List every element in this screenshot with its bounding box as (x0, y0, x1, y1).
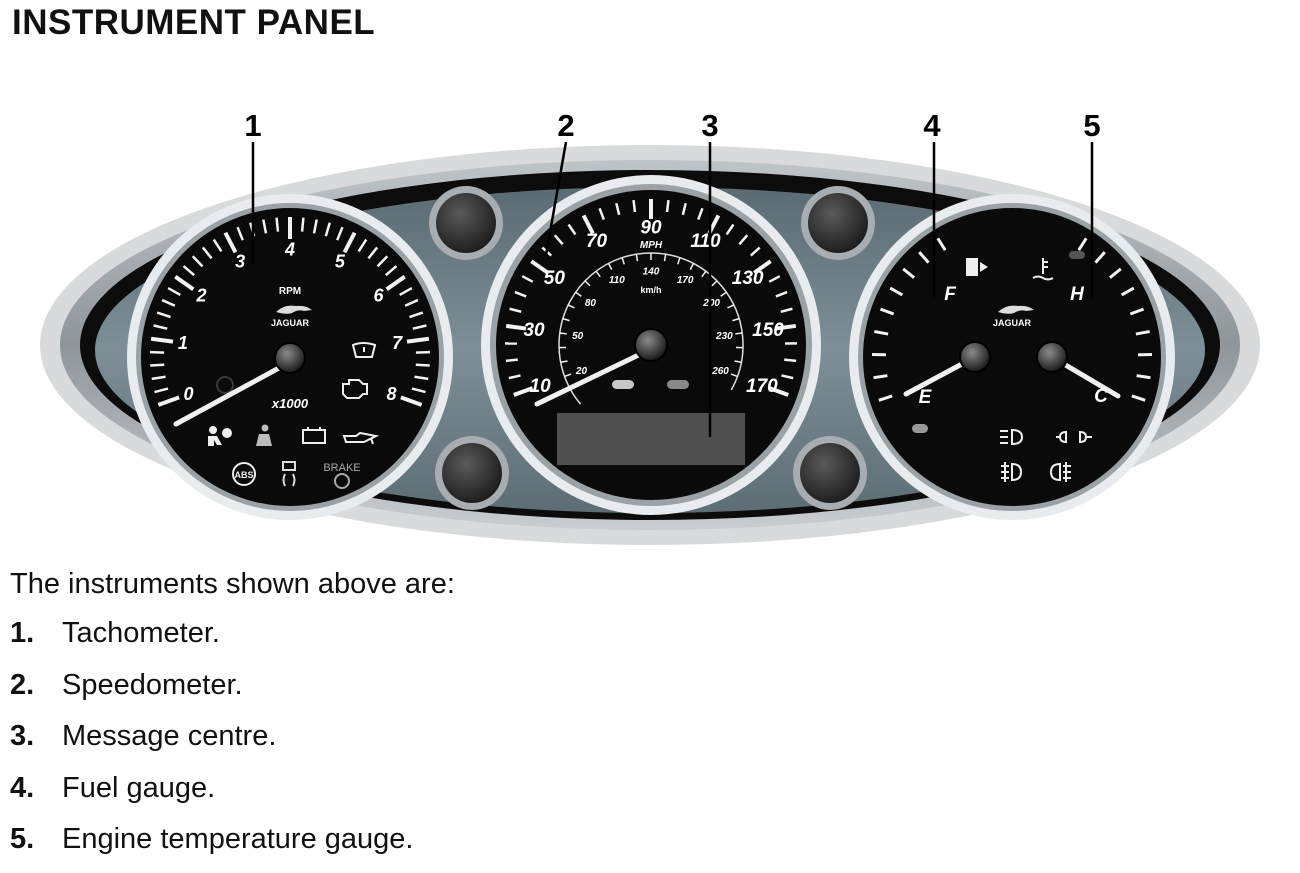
speedometer-mph-label: 150 (752, 320, 784, 341)
legend-item: 4.Fuel gauge. (10, 770, 413, 822)
speedometer-mph-label: 170 (746, 376, 778, 397)
speedometer-mph-unit: MPH (640, 240, 663, 251)
tachometer-tick (302, 218, 303, 232)
legend-number: 3. (10, 718, 62, 754)
legend-item: 5.Engine temperature gauge. (10, 821, 413, 873)
fuel-full-label: F (944, 284, 957, 305)
svg-text:ABS: ABS (234, 470, 253, 480)
speedometer-kmh-label: 20 (575, 366, 588, 377)
tachometer-multiplier-label: x1000 (271, 396, 309, 411)
indicator-lamp-right (667, 380, 689, 389)
tachometer-scale-label: 1 (178, 333, 188, 353)
speedometer-kmh-label: 80 (585, 298, 597, 309)
legend-label: Tachometer. (62, 617, 220, 649)
low-fuel-lamp (912, 424, 928, 433)
speedometer-mph-tick (634, 200, 635, 212)
callout-numbers: 1 2 3 4 5 (244, 108, 1100, 143)
speedometer-mph-label: 90 (640, 218, 662, 239)
speedometer-kmh-tick (735, 333, 742, 334)
legend-number: 5. (10, 821, 62, 857)
speedometer-mph-label: 130 (732, 268, 764, 289)
speedometer-mph-tick (784, 360, 796, 361)
legend-number: 4. (10, 770, 62, 806)
fuel-gauge-hub (960, 342, 990, 372)
page-title: INSTRUMENT PANEL (12, 3, 375, 43)
speedometer-kmh-label: 140 (643, 267, 660, 278)
legend-label: Speedometer. (62, 669, 243, 701)
speedometer-kmh-label: 230 (715, 331, 733, 342)
speedometer-kmh-label: 260 (711, 366, 729, 377)
message-centre-display (557, 413, 745, 465)
tachometer-tick (150, 365, 164, 366)
tachometer-tick (416, 365, 430, 366)
tachometer-major-tick (407, 339, 429, 342)
callout-5: 5 (1083, 108, 1100, 143)
callout-3: 3 (701, 108, 718, 143)
instrument-legend-list: 1.Tachometer. 2.Speedometer. 3.Message c… (10, 615, 413, 873)
speedometer-mph-label: 50 (544, 268, 566, 289)
callout-2: 2 (557, 108, 574, 143)
speedometer-kmh-tick (560, 333, 567, 334)
tachometer-scale-label: 4 (284, 239, 295, 259)
speedometer-mph-tick (506, 360, 518, 361)
tachometer-tick (277, 218, 278, 232)
legend-intro: The instruments shown above are: (10, 567, 455, 601)
legend-item: 2.Speedometer. (10, 667, 413, 719)
tachometer-major-tick (151, 339, 173, 342)
indicator-lamp-left (612, 380, 634, 389)
legend-item: 1.Tachometer. (10, 615, 413, 667)
legend-label: Engine temperature gauge. (62, 823, 413, 855)
temperature-gauge-tick (1137, 376, 1151, 378)
speedometer-kmh-label: 170 (677, 275, 694, 286)
callout-4: 4 (923, 108, 941, 143)
legend-item: 3.Message centre. (10, 718, 413, 770)
tachometer-scale-label: 0 (184, 384, 194, 404)
fuel-gauge-tick (874, 376, 888, 378)
temp-hot-label: H (1070, 284, 1085, 305)
speedometer: 10 30 50 70 90 110 130 150 170 20 50 80 110 140 170 20… (481, 175, 821, 515)
speedometer-mph-label: 70 (586, 231, 608, 252)
callout-1: 1 (244, 108, 261, 143)
speedometer-mph-label: 10 (530, 376, 552, 397)
legend-number: 1. (10, 615, 62, 651)
speedometer-mph-label: 110 (690, 231, 721, 252)
temperature-gauge-hub (1037, 342, 1067, 372)
legend-label: Message centre. (62, 720, 276, 752)
legend-label: Fuel gauge. (62, 772, 215, 804)
tachometer-scale-label: 6 (373, 285, 384, 305)
fuel-gauge-brand-label: JAGUAR (993, 318, 1032, 328)
speedometer-mph-tick (667, 200, 668, 212)
tachometer-scale-label: 3 (235, 252, 245, 272)
tachometer-hub (275, 343, 305, 373)
speedometer-kmh-unit: km/h (640, 285, 661, 295)
speedometer-kmh-label: 110 (609, 275, 625, 286)
low-coolant-lamp (1069, 251, 1085, 259)
fuel-empty-label: E (919, 387, 933, 408)
tachometer-unit-label: RPM (279, 286, 301, 297)
tachometer-brand-label: JAGUAR (271, 318, 310, 328)
tachometer-scale-label: 7 (392, 333, 403, 353)
legend-number: 2. (10, 667, 62, 703)
speedometer-kmh-label: 200 (702, 298, 720, 309)
tachometer-scale-label: 8 (386, 384, 396, 404)
fuel-temperature-gauge: F E H C JAGUAR (849, 194, 1175, 520)
brake-warning-label: BRAKE (323, 462, 360, 474)
speedometer-mph-label: 30 (523, 320, 545, 341)
speedometer-hub (635, 329, 667, 361)
speedometer-kmh-label: 50 (572, 331, 584, 342)
tachometer-scale-label: 5 (335, 252, 346, 272)
tachometer-scale-label: 2 (196, 285, 207, 305)
